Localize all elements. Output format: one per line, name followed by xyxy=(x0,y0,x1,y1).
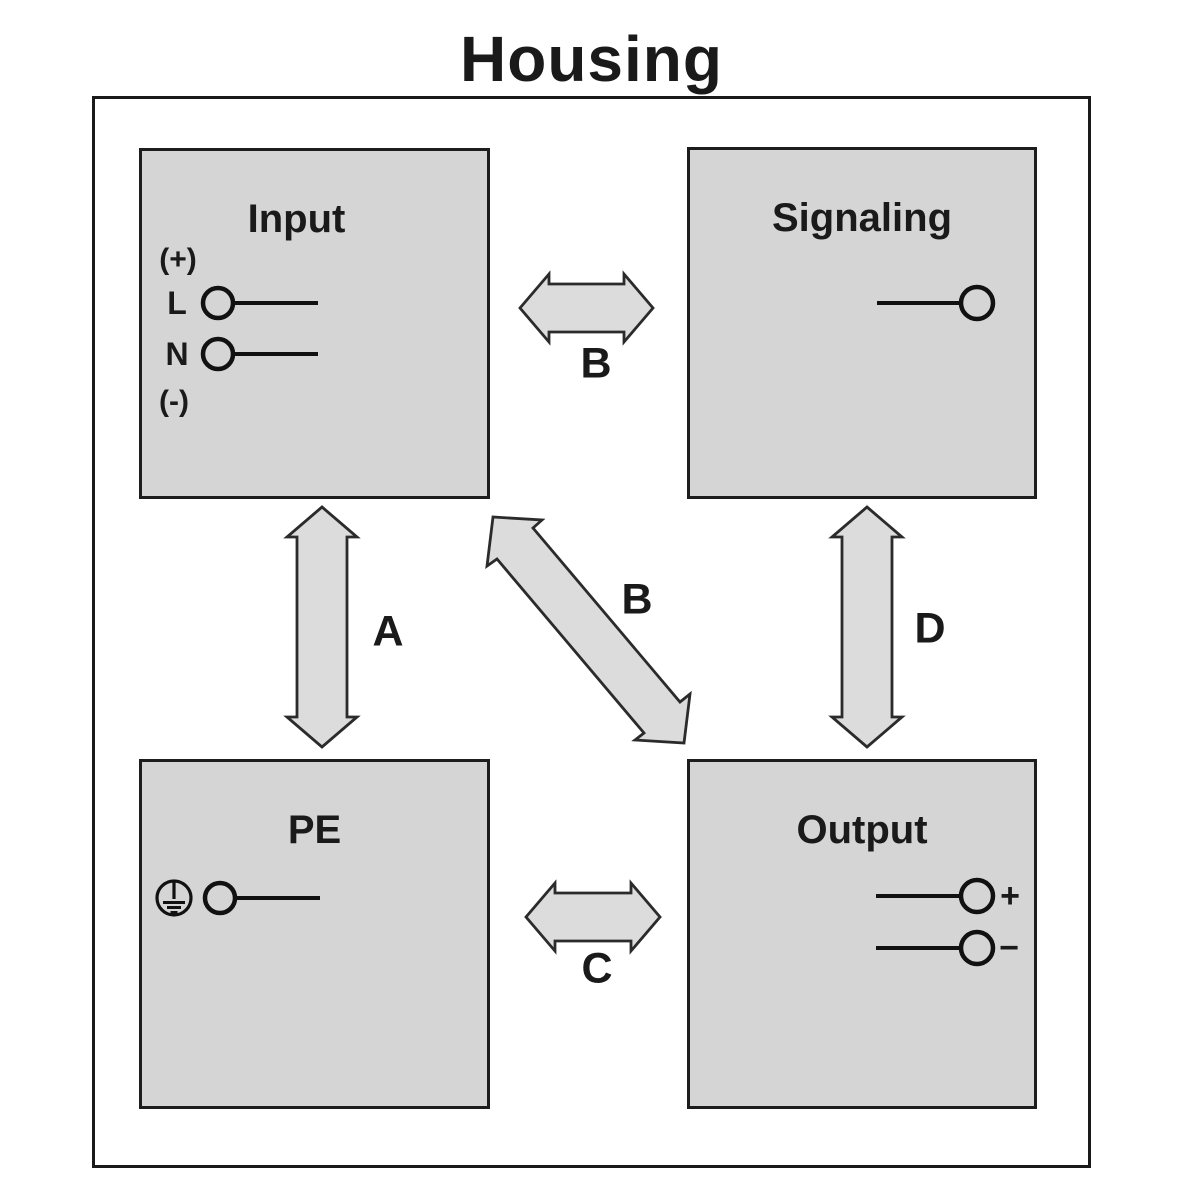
diagram-title: Housing xyxy=(460,23,723,95)
arrow-b-diagonal-label: B xyxy=(621,575,653,624)
output-plus-label: + xyxy=(1000,877,1020,915)
pe-terminal xyxy=(202,880,320,916)
signaling-terminal xyxy=(877,284,996,322)
arrow-a-label: A xyxy=(372,607,404,656)
arrow-c xyxy=(524,879,662,955)
input-neutral-label: N xyxy=(165,336,189,372)
arrow-b-top-label: B xyxy=(580,339,612,388)
output-terminal-minus xyxy=(876,929,996,967)
input-line-label: L xyxy=(167,285,187,321)
input-terminal-l xyxy=(200,285,318,321)
arrow-a xyxy=(283,505,361,749)
arrow-b-diagonal xyxy=(485,515,692,745)
protective-earth-icon xyxy=(155,879,193,917)
pe-block: PE xyxy=(139,759,490,1109)
input-plus-label: (+) xyxy=(159,243,197,276)
input-terminal-n xyxy=(200,336,318,372)
signaling-block: Signaling xyxy=(687,147,1037,499)
input-minus-label: (-) xyxy=(159,385,189,418)
output-terminal-plus xyxy=(876,877,996,915)
output-minus-label: − xyxy=(999,929,1019,967)
input-block-title: Input xyxy=(247,197,346,241)
arrow-b-top xyxy=(518,270,655,346)
arrow-d-label: D xyxy=(914,604,946,653)
output-block-title: Output xyxy=(796,808,928,852)
arrow-c-label: C xyxy=(581,944,613,993)
arrow-d xyxy=(828,505,906,749)
input-block: Input xyxy=(139,148,490,499)
signaling-block-title: Signaling xyxy=(772,196,952,240)
pe-block-title: PE xyxy=(287,808,342,852)
housing-boundary xyxy=(92,96,1091,1168)
